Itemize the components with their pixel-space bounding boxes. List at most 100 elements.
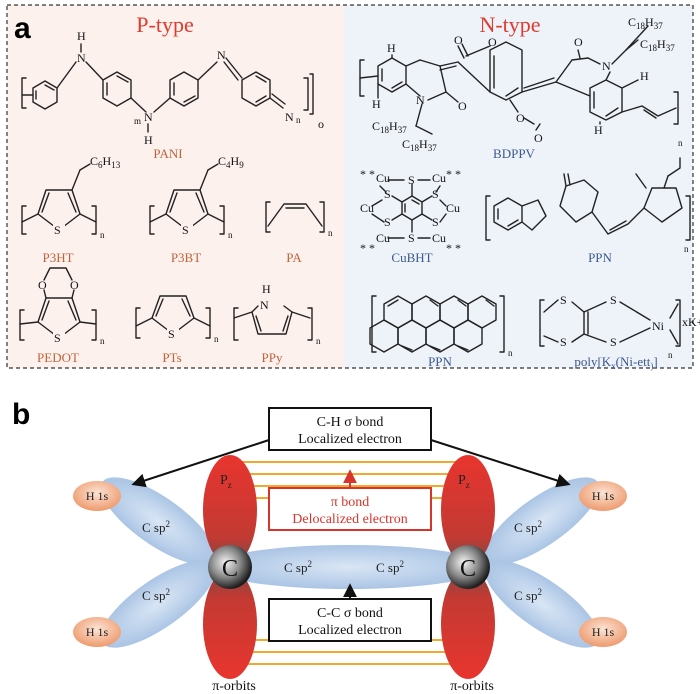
sp2-label-right-top: C sp2 [514,519,542,535]
sp2-label-cc-left: C sp2 [284,559,312,575]
sp2-lobe-right-top [484,477,600,565]
panel-a-border [6,4,694,369]
niett-atom-s2: S [560,335,567,349]
cubht-atom-s-ul: S [384,187,391,201]
h1s-left-top-label: H 1s [86,489,109,503]
h1s-right-bottom-label: H 1s [592,625,615,639]
ppy-label: PPy [262,350,283,365]
ch-sigma-callout [268,407,432,451]
cubht-atom-cu1: Cu [376,171,390,185]
pedot-atom-s: S [54,331,61,345]
ppn-index-n: n [508,348,513,358]
pedot-atom-o2: O [70,278,79,292]
pedot-index-n: n [100,336,105,346]
molecule-pedot: S O O n PEDOT [19,267,105,365]
bdppv-atom-h2: H [372,97,381,111]
cubht-atom-s-ll: S [384,215,391,229]
ch-arrow-left [131,439,270,488]
niett-atom-s3: S [610,293,617,307]
p-type-title: P-type [136,12,193,37]
niett-atom-ni: Ni [652,319,665,333]
bdppv-atom-h1: H [387,41,396,55]
pedot-label: PEDOT [37,350,79,365]
molecule-ppn: n PPN [369,295,513,369]
carbon-left-label: C [222,556,238,582]
carbon-left [208,545,252,589]
sp2-lobe-left-bottom [100,560,216,648]
p3ht-atom-s: S [54,223,61,237]
pa-label: PA [286,250,302,265]
sp2-label-left-top: C sp2 [142,519,170,535]
cubht-stars-right: * * [446,167,461,181]
carbon-right-label: C [460,556,476,582]
sp2-lobe-right-bottom [484,560,600,648]
pz-lobe-left-bottom [203,569,257,679]
cc-sigma-line2: Localized electron [298,623,402,638]
molecule-pa: n PA [265,201,333,265]
pani-index-m: m [134,116,141,126]
niett-atom-s1: S [560,293,567,307]
h1s-left-bottom [73,617,121,647]
molecule-p3ht: S C6H13 n P3HT [21,154,121,265]
niett-counterion: xK+ [682,315,700,329]
bdppv-atom-n2: N [602,59,611,73]
molecule-poly-k-ni-ett: S S S S Ni xK+ n poly[Kx(Ni-ett)] [539,293,700,371]
pani-atom-n1: N [77,51,86,65]
cubht-atom-s-lr: S [432,215,439,229]
pz-label-right: Pz [458,473,470,490]
bdppv-atom-n1: N [416,93,425,107]
pani-atom-n2: N [144,110,153,124]
ppy-index-n: n [316,336,321,346]
bdppv-atom-h3: H [640,69,649,83]
pani-index-o: o [318,117,324,131]
molecule-p3bt: S C4H9 n P3BT [149,154,244,265]
n-type-title: N-type [479,12,540,37]
ch-sigma-line2: Localized electron [298,432,402,447]
sp2-lobe-cc [211,545,487,589]
ch-arrow-right [430,439,571,488]
panel-a: a P-type N-type H N N m H [6,4,700,371]
pts-index-n: n [214,334,219,344]
pz-lobe-left-top [203,455,257,565]
p-type-background [7,5,344,368]
p3bt-substituent: C4H9 [218,154,244,170]
cubht-atom-s-ur: S [432,187,439,201]
bdppv-atom-o5: O [534,131,543,145]
bdppv-index-n: n [678,138,683,148]
niett-label: poly[Kx(Ni-ett)] [574,354,657,371]
pz-lobe-right-bottom [441,569,495,679]
molecule-pts: S n PTs [135,295,219,365]
pani-atom-n3: N [217,48,226,62]
cubht-stars-bl: * * [360,241,375,255]
ch-sigma-line1: C-H σ bond [317,415,384,430]
bdppv-atom-o1: O [458,99,467,113]
n-type-background [344,5,693,368]
sp2-label-cc-right: C sp2 [376,559,404,575]
ppn-label: PPN [428,354,452,369]
pts-label: PTs [162,350,181,365]
pani-label: PANI [153,146,182,161]
cubht-stars: * * [360,167,375,181]
h1s-right-bottom [579,617,627,647]
h1s-left-top [73,481,121,511]
pedot-atom-o1: O [38,278,47,292]
carbon-right [446,545,490,589]
pi-bond-line2: Delocalized electron [292,512,407,527]
molecule-pani: H N N m H N N n [21,29,324,161]
cubht-atom-cu4: Cu [446,201,460,215]
cubht-label: CuBHT [391,250,432,265]
niett-index-n: n [668,350,673,360]
bdppv-atom-o6: O [574,35,583,49]
pani-atom-n4: N [285,110,294,124]
h1s-right-top-label: H 1s [592,489,615,503]
pi-bond-line1: π bond [331,495,370,510]
cc-sigma-callout [268,598,432,642]
cubht-atom-cu5: Cu [376,231,390,245]
pi-bond-callout [268,487,432,531]
pa-index-n: n [328,228,333,238]
niett-atom-s4: S [610,335,617,349]
bdppv-atom-o3: O [488,35,497,49]
pani-atom-h-top: H [77,29,86,43]
ppy-atom-n: N [260,298,269,312]
